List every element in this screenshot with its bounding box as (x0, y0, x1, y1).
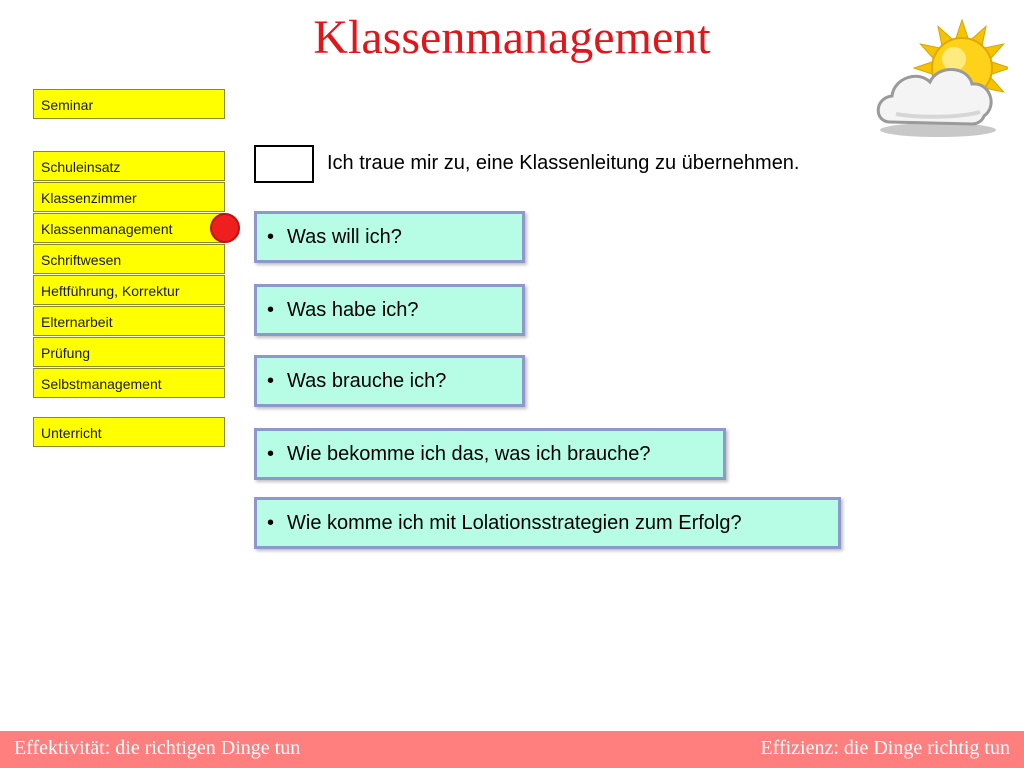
bullet: • (267, 370, 275, 392)
nav-item-elternarbeit[interactable]: Elternarbeit (33, 306, 225, 336)
bullet: • (267, 443, 275, 465)
question-text: Was habe ich? (287, 299, 419, 321)
question-box: • Was brauche ich? (254, 355, 525, 407)
sun-behind-cloud-icon (876, 18, 1008, 137)
footer-effectiveness-text: Effektivität: die richtigen Dinge tun (14, 737, 301, 759)
nav-item-heftfuehrung[interactable]: Heftführung, Korrektur (33, 275, 225, 305)
question-text: Wie bekomme ich das, was ich brauche? (287, 443, 651, 465)
self-assessment-checkbox[interactable] (254, 145, 314, 183)
nav-item-schriftwesen[interactable]: Schriftwesen (33, 244, 225, 274)
bullet: • (267, 299, 275, 321)
nav-item-unterricht[interactable]: Unterricht (33, 417, 225, 447)
footer-efficiency-text: Effizienz: die Dinge richtig tun (760, 737, 1010, 759)
question-text: Wie komme ich mit Lolationsstrategien zu… (287, 512, 742, 534)
question-text: Was will ich? (287, 226, 402, 248)
question-box: • Was habe ich? (254, 284, 525, 336)
nav-item-klassenzimmer[interactable]: Klassenzimmer (33, 182, 225, 212)
nav-item-selbstmanagement[interactable]: Selbstmanagement (33, 368, 225, 398)
question-box: • Wie komme ich mit Lolationsstrategien z… (254, 497, 841, 549)
question-box: • Was will ich? (254, 211, 525, 263)
active-nav-marker (210, 213, 240, 243)
question-text: Was brauche ich? (287, 370, 447, 392)
nav-item-schuleinsatz[interactable]: Schuleinsatz (33, 151, 225, 181)
nav-item-seminar[interactable]: Seminar (33, 89, 225, 119)
statement-text: Ich traue mir zu, eine Klassenleitung zu… (327, 152, 800, 174)
bullet: • (267, 512, 275, 534)
nav-item-pruefung[interactable]: Prüfung (33, 337, 225, 367)
question-box: • Wie bekomme ich das, was ich brauche? (254, 428, 726, 480)
footer-bar: Effektivität: die richtigen Dinge tun Ef… (0, 731, 1024, 768)
bullet: • (267, 226, 275, 248)
nav-item-klassenmanagement[interactable]: Klassenmanagement (33, 213, 225, 243)
page-title: Klassenmanagement (313, 11, 711, 64)
